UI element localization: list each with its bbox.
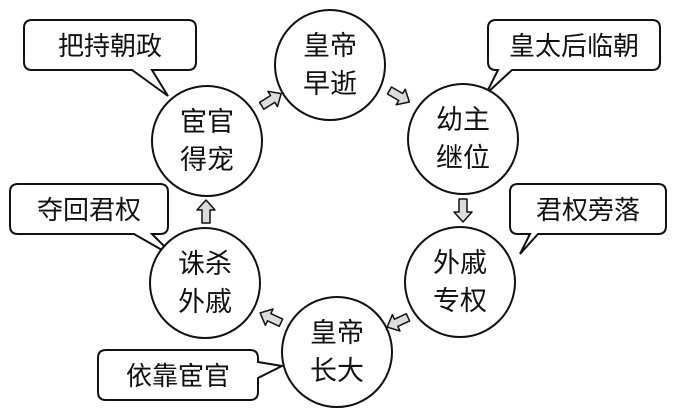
- callout-regain-imperial-power: 夺回君权: [9, 183, 177, 259]
- node-kill-consort-clan: 诛杀 外戚: [149, 227, 261, 339]
- node-line: 皇帝: [303, 31, 357, 62]
- arrow-consort-power-to-emperor-grows: [386, 312, 411, 332]
- arrow-early-death-to-young-ruler: [386, 86, 411, 106]
- node-consort-clan-power: 外戚 专权: [404, 226, 516, 338]
- callout-control-court: 把持朝政: [23, 19, 197, 97]
- node-line: 得宠: [180, 145, 234, 176]
- node-line: 宦官: [180, 107, 234, 138]
- node-young-ruler: 幼主 继位: [407, 83, 519, 195]
- callout-text: 夺回君权: [37, 196, 141, 226]
- node-line: 长大: [310, 356, 364, 387]
- node-line: 皇帝: [310, 318, 364, 349]
- arrow-emperor-grows-to-kill-consort: [259, 308, 284, 328]
- callout-text: 皇太后临朝: [509, 32, 639, 62]
- callout-imperial-power-declines: 君权旁落: [509, 183, 667, 255]
- callout-text: 依靠宦官: [126, 362, 230, 392]
- callout-text: 君权旁落: [536, 196, 640, 226]
- node-line: 外戚: [178, 287, 232, 318]
- node-emperor-grows-up: 皇帝 长大: [281, 296, 393, 408]
- node-line: 幼主: [436, 105, 490, 136]
- node-line: 专权: [433, 286, 487, 317]
- arrow-young-ruler-to-consort-power: [453, 198, 473, 223]
- callout-empress-dowager-regency: 皇太后临朝: [485, 19, 661, 95]
- node-line: 外戚: [433, 248, 487, 279]
- node-line: 诛杀: [178, 249, 232, 280]
- callout-rely-on-eunuchs: 依靠宦官: [97, 349, 286, 401]
- callout-text: 把持朝政: [58, 32, 162, 62]
- node-line: 继位: [436, 143, 490, 174]
- node-eunuch-favored: 宦官 得宠: [151, 85, 263, 197]
- node-emperor-early-death: 皇帝 早逝: [274, 9, 386, 121]
- node-line: 早逝: [303, 69, 357, 100]
- arrow-kill-consort-to-eunuch-favored: [196, 199, 216, 224]
- arrow-eunuch-favored-to-early-death: [258, 90, 282, 110]
